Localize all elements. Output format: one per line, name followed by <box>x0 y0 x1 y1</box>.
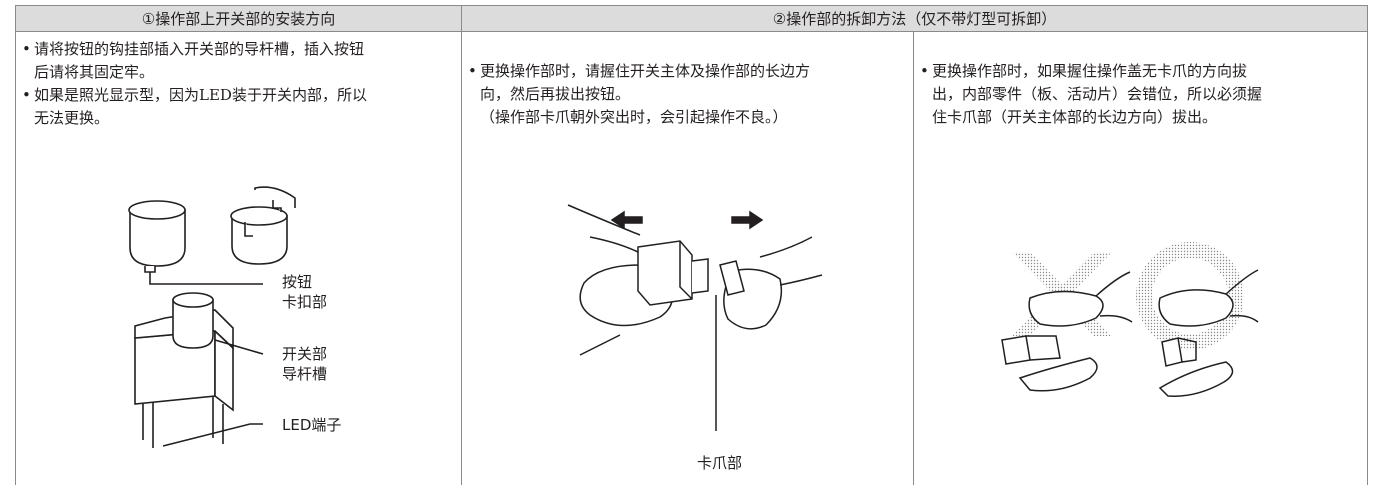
col1-instructions: • 请将按钮的钩挂部插入开关部的导杆槽，插入按钮 后请将其固定牢。 • 如果是照… <box>22 38 458 130</box>
col1-bullet-2: • 如果是照光显示型，因为LED装于开关内部，所以 无法更换。 <box>22 84 458 130</box>
col3-instructions: • 更换操作部时，如果握住操作盖无卡爪的方向拔 出，内部零件（板、活动片）会错位… <box>920 60 1362 129</box>
col3-bullet1-line2: 出，内部零件（板、活动片）会错位，所以必须握 <box>932 85 1263 103</box>
bullet-dot: • <box>920 62 929 80</box>
header-removal-method: ②操作部的拆卸方法（仅不带灯型可拆卸） <box>461 5 1368 32</box>
col1-bullet2-line1: 如果是照光显示型，因为LED装于开关内部，所以 <box>34 86 367 104</box>
label-button-hook-line1: 按钮 <box>282 273 313 291</box>
header-right-text: ②操作部的拆卸方法（仅不带灯型可拆卸） <box>772 10 1057 28</box>
col2-bullet-1: • 更换操作部时，请握住开关主体及操作部的长边方 向，然后再拔出按钮。 <box>468 60 908 106</box>
col3-bullet-1: • 更换操作部时，如果握住操作盖无卡爪的方向拔 出，内部零件（板、活动片）会错位… <box>920 60 1362 129</box>
bullet-dot: • <box>22 86 31 104</box>
label-led-terminal: LED端子 <box>282 416 342 434</box>
wrong-right-grip-illustration <box>1001 242 1259 397</box>
label-claw: 卡爪部 <box>697 454 743 472</box>
col1-bullet1-line1: 请将按钮的钩挂部插入开关部的导杆槽，插入按钮 <box>34 40 365 58</box>
column-3 <box>913 31 1368 485</box>
col1-bullet2-line2: 无法更换。 <box>34 109 110 127</box>
switch-assembly-illustration <box>128 186 296 448</box>
header-mounting-direction: ①操作部上开关部的安装方向 <box>15 5 462 32</box>
header-left-text: ①操作部上开关部的安装方向 <box>141 10 336 28</box>
col2-bullet1-line2: 向，然后再拔出按钮。 <box>480 85 631 103</box>
bullet-dot: • <box>22 40 31 58</box>
label-button-hook-line2: 卡扣部 <box>282 293 328 311</box>
circle-mark-icon <box>1136 242 1244 350</box>
label-switch-groove-line1: 开关部 <box>282 345 328 363</box>
label-switch-groove: 开关部 导杆槽 <box>282 344 327 384</box>
bullet-dot: • <box>468 62 477 80</box>
col2-note: （操作部卡爪朝外突出时，会引起操作不良。） <box>480 108 788 126</box>
col2-instructions: • 更换操作部时，请握住开关主体及操作部的长边方 向，然后再拔出按钮。 （操作部… <box>468 60 908 129</box>
label-button-hook: 按钮 卡扣部 <box>282 272 327 312</box>
label-switch-groove-line2: 导杆槽 <box>282 365 328 383</box>
col3-bullet1-line3: 住卡爪部（开关主体部的长边方向）拔出。 <box>932 108 1218 126</box>
column-1 <box>15 31 462 485</box>
col2-bullet1-line1: 更换操作部时，请握住开关主体及操作部的长边方 <box>480 62 811 80</box>
hands-pull-illustration <box>567 204 823 431</box>
col1-bullet1-line2: 后请将其固定牢。 <box>34 63 155 81</box>
col3-bullet1-line1: 更换操作部时，如果握住操作盖无卡爪的方向拔 <box>932 62 1248 80</box>
column-2 <box>461 31 914 485</box>
col1-bullet-1: • 请将按钮的钩挂部插入开关部的导杆槽，插入按钮 后请将其固定牢。 <box>22 38 458 84</box>
